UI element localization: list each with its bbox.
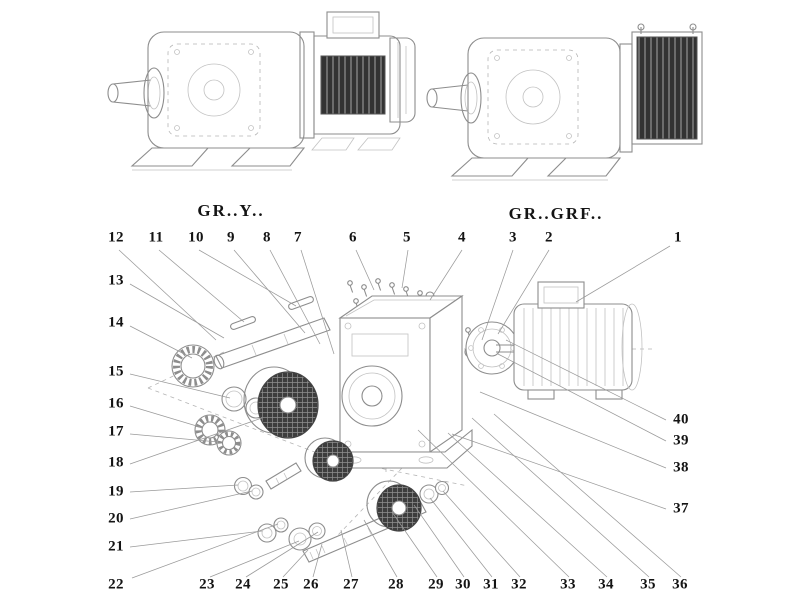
- callout-11: 11: [148, 229, 164, 246]
- output-shaft-icon: [107, 67, 165, 119]
- callout-4: 4: [458, 229, 466, 246]
- callout-30: 30: [455, 576, 471, 593]
- callout-21: 21: [108, 538, 124, 555]
- callout-33: 33: [560, 576, 576, 593]
- gearbox-housing-right: [450, 37, 622, 181]
- callout-28: 28: [388, 576, 404, 593]
- gear-housing: [329, 294, 473, 469]
- callout-29: 29: [428, 576, 444, 593]
- callout-32: 32: [511, 576, 527, 593]
- callout-6: 6: [349, 229, 357, 246]
- callout-12: 12: [108, 229, 124, 246]
- callout-39: 39: [673, 432, 689, 449]
- callout-22: 22: [108, 576, 124, 593]
- callout-10: 10: [188, 229, 204, 246]
- intermediate-gear: [304, 437, 354, 482]
- callout-19: 19: [108, 483, 124, 500]
- leader-lines: [118, 245, 682, 579]
- callout-20: 20: [108, 510, 124, 527]
- gearbox-housing-left: [130, 31, 306, 171]
- callout-7: 7: [294, 229, 302, 246]
- output-shaft-icon-right: [426, 72, 482, 124]
- callout-23: 23: [199, 576, 215, 593]
- callout-17: 17: [108, 423, 124, 440]
- callout-25: 25: [273, 576, 289, 593]
- callout-2: 2: [545, 229, 553, 246]
- callout-35: 35: [640, 576, 656, 593]
- callout-13: 13: [108, 272, 124, 289]
- callout-5: 5: [403, 229, 411, 246]
- input-flange-cover-right: [619, 23, 703, 153]
- small-hardware-left: [233, 462, 302, 543]
- output-shaft-group: [288, 480, 450, 563]
- motor-left: [299, 11, 416, 151]
- callout-40: 40: [673, 411, 689, 428]
- gear-motor-drawing-left: [107, 11, 416, 171]
- callout-18: 18: [108, 454, 124, 471]
- callout-1: 1: [674, 229, 682, 246]
- variant-label-gr-grf: GR..GRF..: [508, 204, 604, 223]
- callout-16: 16: [108, 395, 124, 412]
- callout-36: 36: [672, 576, 688, 593]
- callout-26: 26: [303, 576, 319, 593]
- variant-label-gr-y: GR..Y..: [197, 201, 265, 220]
- callout-15: 15: [108, 363, 124, 380]
- callout-9: 9: [227, 229, 235, 246]
- callout-31: 31: [483, 576, 499, 593]
- gear-reducer-drawing-right: [426, 23, 703, 181]
- callout-14: 14: [108, 314, 124, 331]
- callout-27: 27: [343, 576, 359, 593]
- callout-38: 38: [673, 459, 689, 476]
- callout-3: 3: [509, 229, 517, 246]
- exploded-assembly: [118, 245, 682, 579]
- motor-exploded: [465, 281, 643, 400]
- callout-8: 8: [263, 229, 271, 246]
- callout-24: 24: [235, 576, 251, 593]
- large-gear: [243, 366, 319, 439]
- input-shaft-group: [213, 296, 331, 370]
- callout-34: 34: [598, 576, 614, 593]
- callout-37: 37: [673, 500, 689, 517]
